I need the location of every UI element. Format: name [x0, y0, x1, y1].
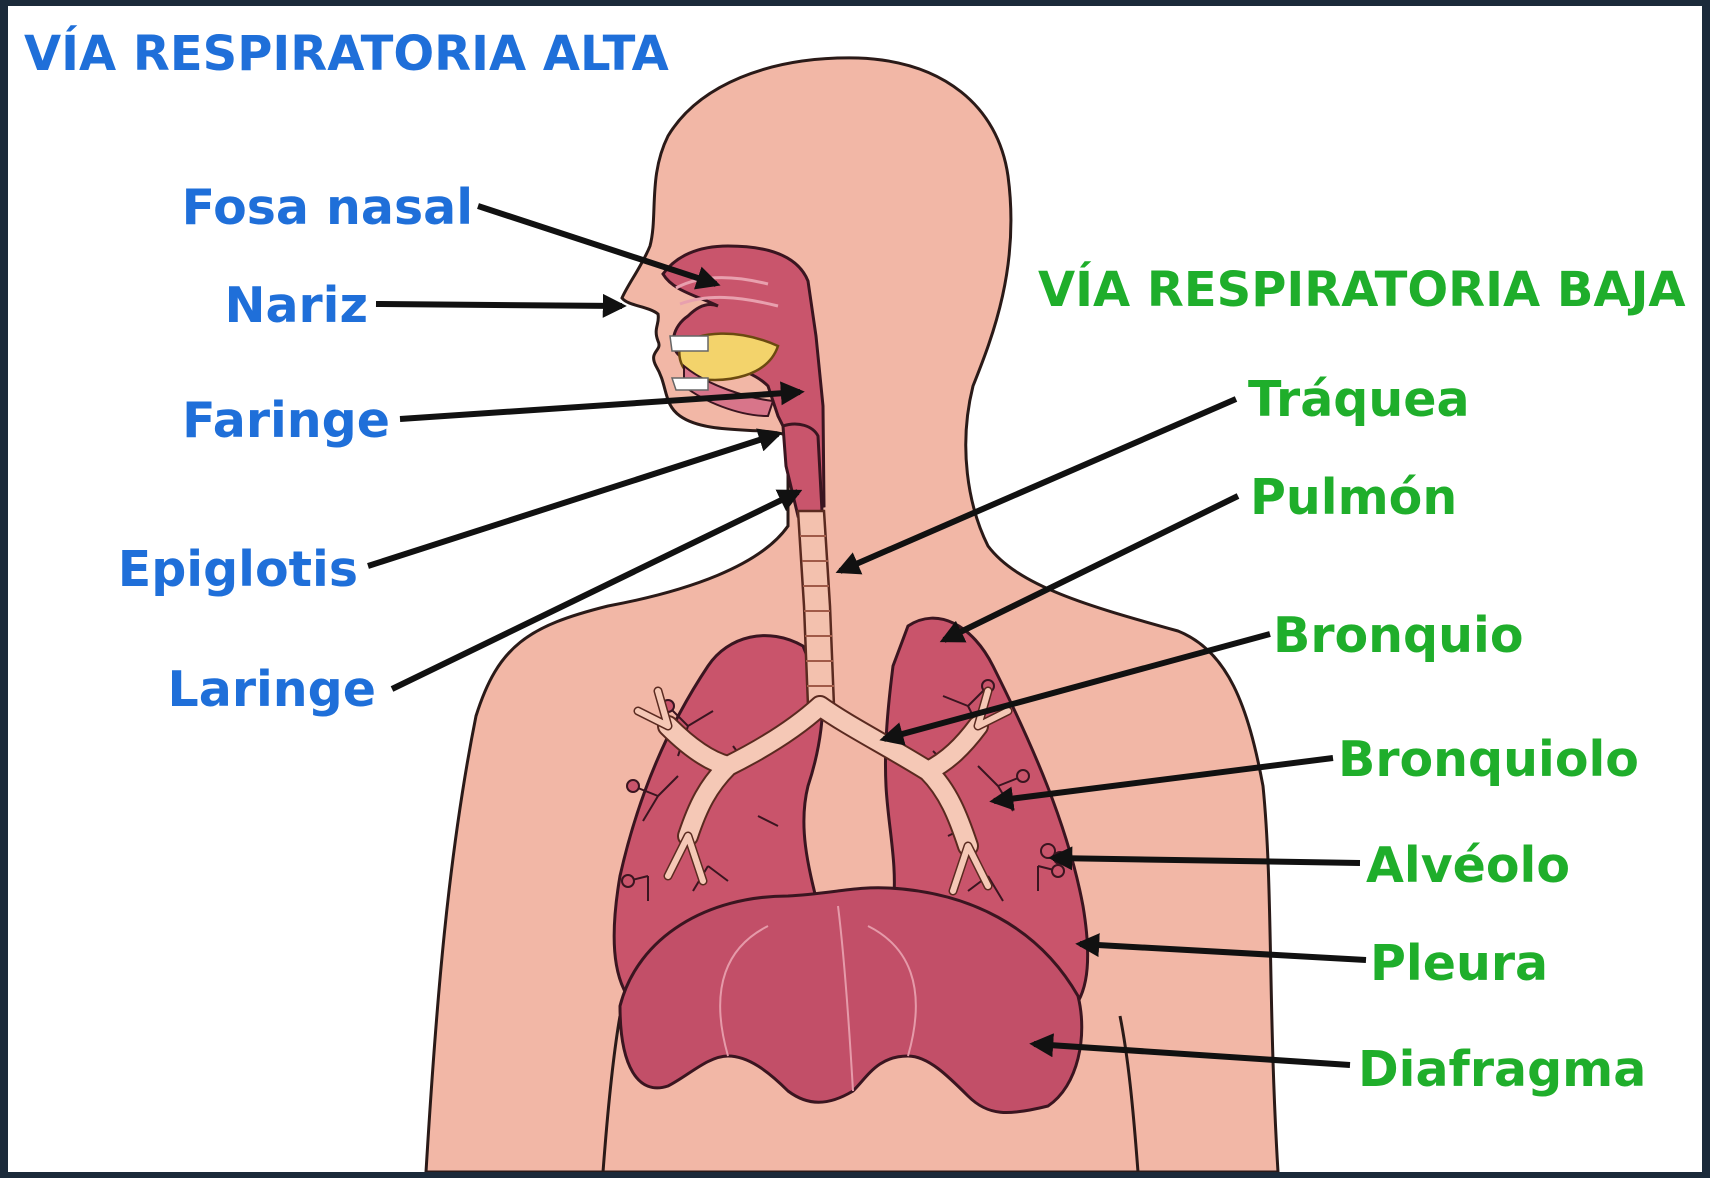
- upper-tract-labels: Fosa nasal Nariz Faringe Epiglotis Larin…: [118, 179, 473, 718]
- header-upper-tract: VÍA RESPIRATORIA ALTA: [24, 25, 669, 82]
- header-lower-tract: VÍA RESPIRATORIA BAJA: [1038, 261, 1686, 318]
- arrow-epiglotis: [368, 434, 778, 566]
- label-alveolo: Alvéolo: [1366, 837, 1570, 894]
- label-laringe: Laringe: [168, 661, 376, 718]
- label-faringe: Faringe: [182, 392, 390, 449]
- label-traquea: Tráquea: [1248, 371, 1470, 428]
- lower-tract-labels: Tráquea Pulmón Bronquio Bronquiolo Alvéo…: [1248, 371, 1646, 1098]
- respiratory-system-diagram: VÍA RESPIRATORIA ALTA VÍA RESPIRATORIA B…: [8, 6, 1702, 1172]
- label-nariz: Nariz: [224, 277, 368, 334]
- label-fosa-nasal: Fosa nasal: [182, 179, 473, 236]
- label-pleura: Pleura: [1370, 935, 1548, 992]
- label-bronquio: Bronquio: [1273, 607, 1523, 664]
- label-pulmon: Pulmón: [1250, 469, 1457, 526]
- diagram-frame: VÍA RESPIRATORIA ALTA VÍA RESPIRATORIA B…: [8, 6, 1702, 1172]
- label-epiglotis: Epiglotis: [118, 541, 358, 598]
- label-diafragma: Diafragma: [1358, 1041, 1646, 1098]
- label-bronquiolo: Bronquiolo: [1338, 731, 1639, 788]
- arrow-nariz: [376, 304, 622, 306]
